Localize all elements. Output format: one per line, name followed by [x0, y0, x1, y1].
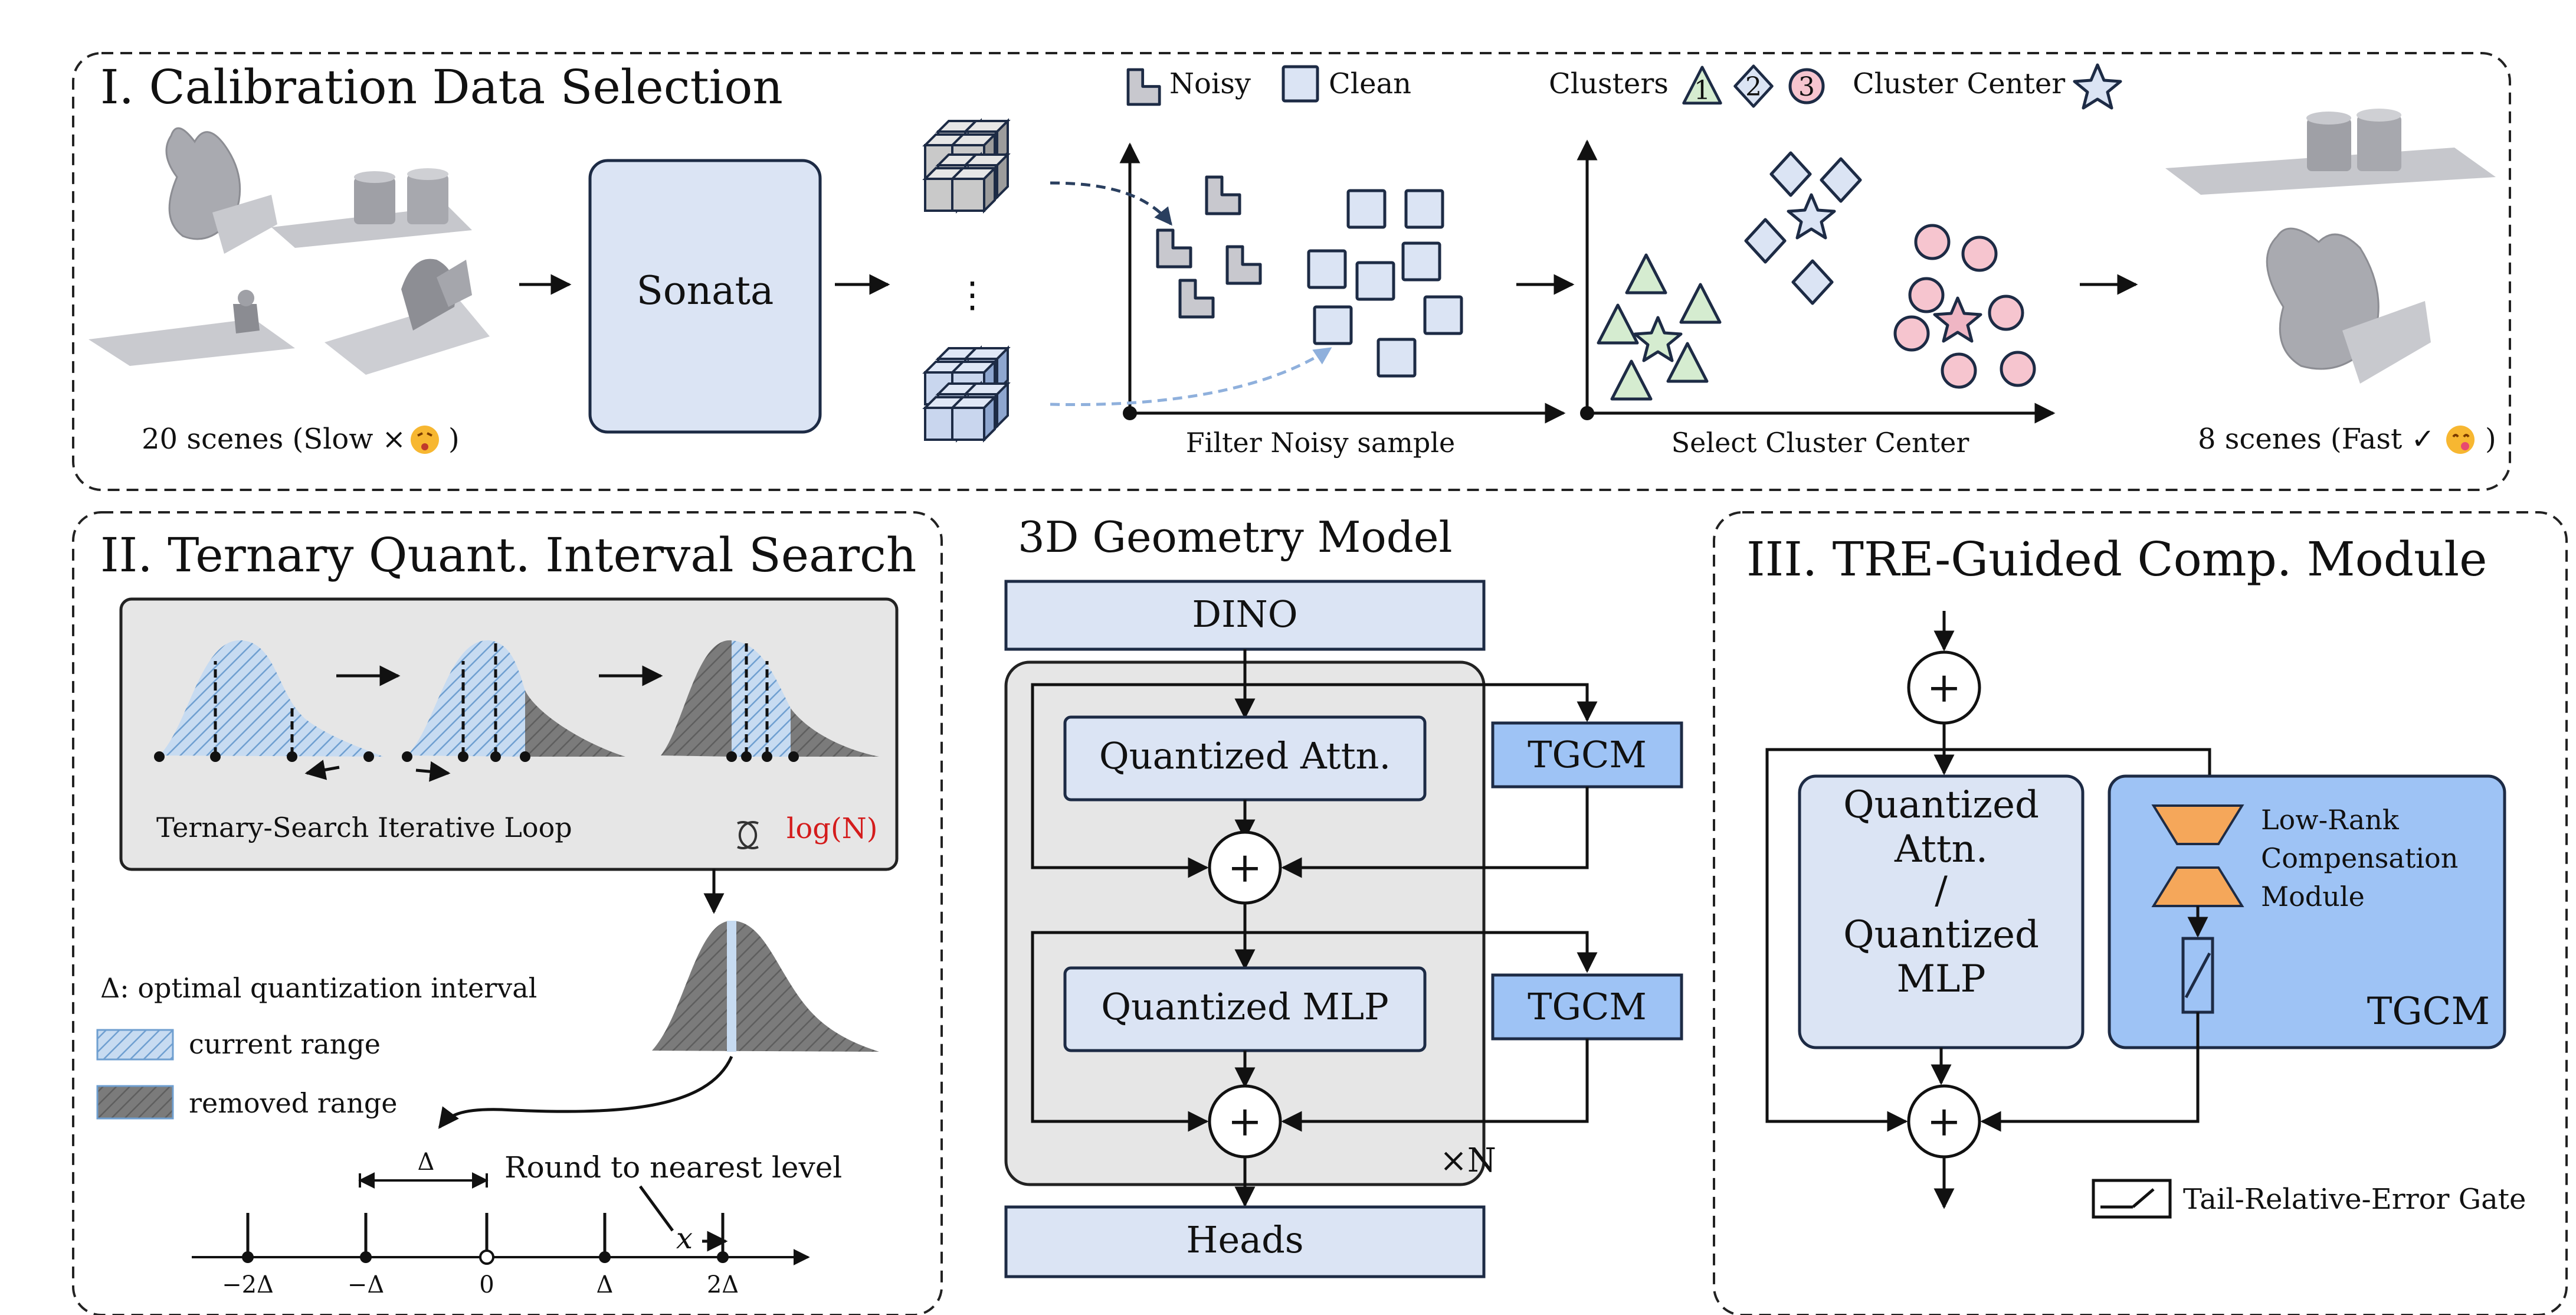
tick-pos1: Δ: [597, 1271, 614, 1298]
scene-floor-2: [89, 290, 295, 366]
select-caption: Select Cluster Center: [1672, 427, 1969, 459]
geometry-model-section: 3D Geometry Model DINO Quantized Attn. +…: [1004, 512, 1683, 1278]
input-scenes-illustration: [89, 127, 490, 375]
result-distribution: [652, 921, 879, 1052]
legend-clean-label: Clean: [1329, 67, 1411, 100]
heads-label: Heads: [1186, 1218, 1303, 1261]
interval-search-section: II. Ternary Quant. Interval Search: [72, 511, 943, 1315]
sonata-label: Sonata: [637, 268, 774, 313]
cluster-id-3: 3: [1798, 72, 1815, 102]
tgcm-block-1: [1491, 721, 1683, 789]
plus-sign-1: +: [1228, 843, 1263, 892]
refresh-icon: [737, 821, 759, 849]
section3-title: III. TRE-Guided Comp. Module: [1746, 532, 2487, 587]
input-caption: 20 scenes (Slow ×: [142, 423, 406, 456]
tgcm-block-2: [1491, 973, 1683, 1041]
distribution-step-3: [661, 640, 879, 762]
distribution-step-2: [402, 640, 625, 782]
complexity-label: log(N): [786, 812, 877, 845]
low-rank-hourglass-icon: [2151, 804, 2244, 907]
quantization-number-line: Δ Round to nearest level x −2Δ −Δ 0 Δ 2Δ: [192, 1149, 842, 1298]
cluster-plot: [1577, 139, 2056, 424]
legend-clusters-label: Clusters: [1549, 67, 1669, 100]
current-range-label: current range: [189, 1028, 381, 1060]
plus-sign-3: +: [1927, 663, 1962, 712]
sonata-block: [588, 159, 822, 434]
tgcm-section: III. TRE-Guided Comp. Module + Quantized…: [1713, 511, 2568, 1315]
tick-neg2: −2Δ: [222, 1271, 274, 1298]
scene-statue-1: [165, 127, 277, 254]
section1-title: I. Calibration Data Selection: [100, 60, 783, 115]
block-line-4: Quantized: [1843, 913, 2039, 957]
gate-legend-icon: [2092, 1179, 2172, 1219]
delta-marker-label: Δ: [418, 1149, 435, 1176]
delta-definition: Δ: optimal quantization interval: [100, 972, 537, 1004]
legend-clusters: Clusters 1 2 3: [1549, 66, 1823, 106]
lowrank-line-1: Low-Rank: [2261, 804, 2400, 836]
plus-sign-2: +: [1228, 1097, 1263, 1146]
legend-noisy: Noisy: [1128, 67, 1251, 104]
block-line-2: Attn.: [1894, 827, 1988, 871]
dino-label: DINO: [1192, 593, 1297, 636]
legend-center-label: Cluster Center: [1853, 67, 2065, 100]
cluster-id-2: 2: [1745, 72, 1762, 102]
happy-face-icon: [2446, 426, 2475, 454]
loop-label: Ternary-Search Iterative Loop: [156, 812, 572, 843]
x-label: x: [676, 1221, 693, 1255]
feature-cubes-top: [924, 120, 1009, 212]
legend-noisy-label: Noisy: [1169, 67, 1251, 100]
tgcm-label-2: TGCM: [1528, 985, 1647, 1028]
block-line-3: /: [1935, 869, 1948, 912]
model-title: 3D Geometry Model: [1018, 512, 1453, 562]
tick-pos2: 2Δ: [707, 1271, 739, 1298]
output-caption: 8 scenes (Fast ✓: [2198, 423, 2435, 456]
output-scenes-illustration: [2165, 109, 2496, 384]
repeat-label: ×N: [1440, 1141, 1496, 1180]
tick-neg1: −Δ: [348, 1271, 384, 1298]
block-line-1: Quantized: [1843, 783, 2039, 827]
filter-caption: Filter Noisy sample: [1186, 427, 1456, 459]
arrow-to-number-line: [438, 1055, 733, 1129]
scene-room-2: [325, 259, 490, 375]
removed-range-swatch: [96, 1085, 174, 1120]
distribution-step-1: [154, 640, 384, 780]
quantized-mlp-label: Quantized MLP: [1101, 985, 1389, 1028]
round-label: Round to nearest level: [504, 1150, 842, 1185]
lowrank-line-2: Compensation: [2261, 842, 2458, 874]
dino-block: [1004, 580, 1486, 651]
legend-cluster-center: Cluster Center: [1853, 65, 2121, 108]
section2-title: II. Ternary Quant. Interval Search: [100, 528, 916, 583]
removed-range-label: removed range: [189, 1087, 398, 1119]
filter-plot: [1050, 142, 1566, 424]
feature-cubes-bottom: [924, 347, 1009, 441]
legend-clean: Clean: [1282, 65, 1411, 103]
input-caption-paren: ): [448, 423, 460, 456]
tgcm-detail-label: TGCM: [2367, 990, 2490, 1033]
sad-face-icon: [411, 426, 439, 454]
ellipsis-dots: ⋮: [955, 274, 990, 316]
plus-sign-4: +: [1927, 1097, 1962, 1146]
block-line-5: MLP: [1896, 957, 1985, 1001]
cluster-id-1: 1: [1694, 76, 1710, 106]
gate-legend-label: Tail-Relative-Error Gate: [2183, 1183, 2526, 1216]
tick-zero: 0: [479, 1271, 494, 1298]
heads-block: [1004, 1205, 1486, 1278]
quantized-attn-label: Quantized Attn.: [1099, 734, 1391, 777]
tgcm-label-1: TGCM: [1528, 733, 1647, 776]
calibration-section: I. Calibration Data Selection: [72, 52, 2511, 491]
output-caption-paren: ): [2485, 423, 2496, 456]
scene-cylinders-1: [271, 168, 472, 248]
current-range-swatch: [96, 1029, 174, 1061]
lowrank-line-3: Module: [2261, 881, 2365, 912]
